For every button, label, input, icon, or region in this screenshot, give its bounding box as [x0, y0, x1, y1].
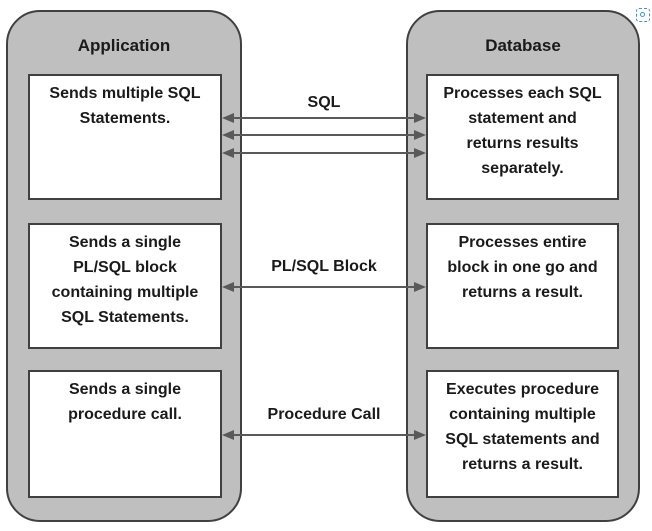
- db-box-process-block: Processes entire block in one go and ret…: [426, 223, 619, 349]
- box-line: containing multiple: [449, 406, 596, 423]
- database-title: Database: [485, 36, 561, 55]
- box-line: procedure call.: [68, 406, 182, 423]
- box-line: returns results: [466, 135, 579, 152]
- box-line: block in one go and: [447, 259, 598, 276]
- db-box-process-each: Processes each SQL statement and returns…: [426, 74, 619, 200]
- app-box-plsql-block: Sends a single PL/SQL block containing m…: [28, 223, 222, 349]
- box-line: Executes procedure: [446, 381, 599, 398]
- box-line: SQL Statements.: [61, 309, 189, 326]
- box-line: Sends multiple SQL: [49, 85, 201, 102]
- plsql-block-label: PL/SQL Block: [271, 258, 377, 275]
- sql-arrow-3: [222, 148, 426, 158]
- box-line: containing multiple: [51, 284, 199, 301]
- plsql-arrow: [222, 282, 426, 292]
- box-line: Sends a single: [68, 234, 182, 251]
- box-line: PL/SQL block: [73, 259, 177, 276]
- box-line: Statements.: [79, 110, 171, 127]
- box-line: Processes each SQL: [443, 85, 602, 102]
- box-line: statement and: [468, 110, 577, 127]
- procedure-call-arrow: [222, 430, 426, 440]
- box-line: separately.: [481, 160, 564, 177]
- sql-arrow-1: [222, 113, 426, 123]
- box-line: returns a result.: [462, 456, 583, 473]
- db-box-execute-procedure: Executes procedure containing multiple S…: [426, 370, 619, 498]
- application-title: Application: [77, 36, 171, 55]
- app-box-procedure-call: Sends a single procedure call.: [28, 370, 222, 498]
- procedure-call-label: Procedure Call: [267, 406, 381, 423]
- box-line: returns a result.: [462, 284, 583, 301]
- screenshot-capture-icon[interactable]: [636, 8, 650, 22]
- sql-arrow-2: [222, 130, 426, 140]
- box-line: SQL statements and: [445, 431, 600, 448]
- box-line: Sends a single: [68, 381, 182, 398]
- box-line: Processes entire: [458, 234, 587, 251]
- app-box-multiple-sql: Sends multiple SQL Statements.: [28, 74, 222, 200]
- sql-label: SQL: [307, 94, 341, 111]
